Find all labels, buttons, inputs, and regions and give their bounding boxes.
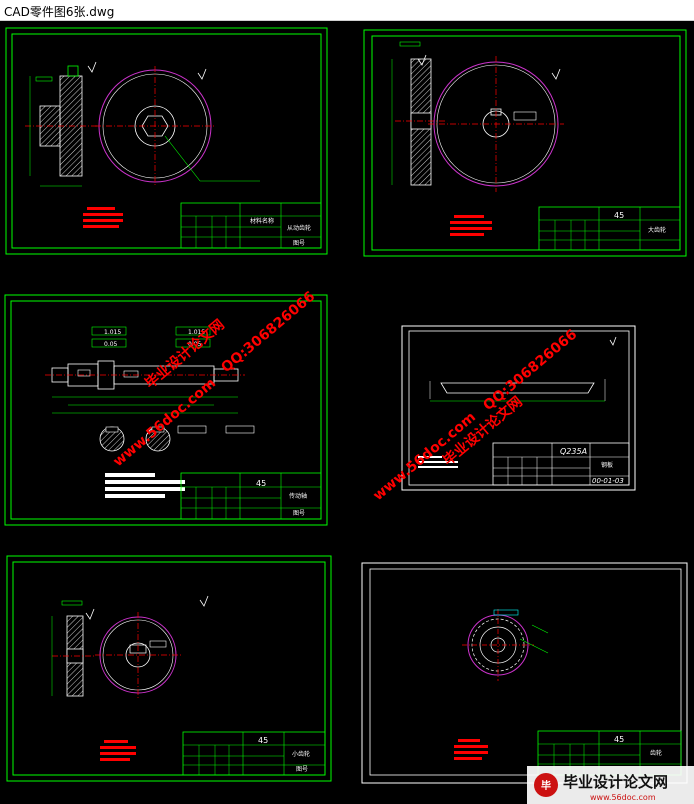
sheet-1-drawing[interactable]: 材料名称 从动齿轮 图号 xyxy=(5,27,328,255)
sheet-1-inner-frame xyxy=(11,33,322,249)
sheet-3-title-block xyxy=(180,472,322,520)
sheet-6-material-value: 45 xyxy=(614,735,624,744)
sheet-3-drawing[interactable]: 1.015 0.05 1.015 0.05 xyxy=(4,294,328,526)
sheet-4-outer-frame xyxy=(401,325,636,491)
sheet-4-drawing[interactable]: Q235A 钢板 00-01-03 xyxy=(401,325,636,491)
sheet-2-gear-view xyxy=(428,56,564,192)
sheet-5-roughness-symbol xyxy=(199,595,209,607)
sheet-2-technical-notes xyxy=(450,215,492,236)
logo-text: 毕业设计论文网 xyxy=(563,773,668,791)
sheet-4-roughness-symbol xyxy=(609,336,617,346)
sheet-1-outer-frame xyxy=(5,27,328,255)
logo-url: www.56doc.com xyxy=(590,793,656,802)
sheet-3-tolerance-3: 1.015 xyxy=(188,329,205,336)
sheet-5-technical-notes xyxy=(100,740,136,761)
sheet-2-roughness-symbol xyxy=(551,68,561,80)
sheet-3-material-value: 45 xyxy=(256,479,266,488)
sheet-3-inner-frame xyxy=(10,300,322,520)
sheet-3-shaft-view xyxy=(45,326,245,414)
window-titlebar: CAD零件图6张.dwg xyxy=(0,0,694,21)
sheet-1-gear-view xyxy=(95,66,260,186)
sheet-6-inner-frame xyxy=(369,568,682,776)
sheet-5-part-name: 小齿轮 xyxy=(292,750,310,758)
watermark-qq-1: QQ:306826066 xyxy=(218,289,318,377)
svg-text:毕: 毕 xyxy=(541,779,551,792)
sheet-6-part-name: 齿轮 xyxy=(650,749,662,757)
sheet-3-tolerance-4: 0.05 xyxy=(188,341,202,348)
sheet-3-cross-sections xyxy=(99,425,255,452)
sheet-3-part-name: 传动轴 xyxy=(289,492,307,500)
sheet-2-section-view xyxy=(391,41,445,186)
sheet-2-title-block xyxy=(538,206,681,251)
sheet-1-roughness-symbol xyxy=(197,68,207,80)
sheet-5-drawing[interactable]: 45 小齿轮 图号 xyxy=(6,555,332,782)
sheet-3-tolerance-1: 1.015 xyxy=(104,329,121,336)
sheet-1-title-text: 材料名称 xyxy=(250,217,274,225)
footer-logo: 毕 毕业设计论文网 www.56doc.com xyxy=(527,766,694,804)
cad-drawing-svg: 材料名称 从动齿轮 图号 xyxy=(4,27,694,804)
sheet-2-part-name: 大齿轮 xyxy=(648,226,666,234)
sheet-1-title-block xyxy=(180,202,322,249)
sheet-5-gear-view xyxy=(95,612,181,698)
sheet-6-outer-frame xyxy=(361,562,688,784)
sheet-2-drawing[interactable]: 45 大齿轮 xyxy=(363,29,687,257)
sheet-2-inner-frame xyxy=(371,35,681,251)
sheet-4-material: Q235A xyxy=(560,447,587,456)
sheet-6-sprocket-view xyxy=(462,609,549,681)
sheet-5-outer-frame xyxy=(6,555,332,782)
logo-mark-icon xyxy=(534,773,558,797)
sheet-5-material-value: 45 xyxy=(258,736,268,745)
sheet-1-part-name: 从动齿轮 xyxy=(287,224,311,232)
cad-model-space[interactable]: 材料名称 从动齿轮 图号 xyxy=(0,21,694,804)
sheet-4-title-block xyxy=(492,442,630,486)
sheet-4-part-name: 钢板 xyxy=(601,461,613,469)
watermark-url-1: www.56doc.com xyxy=(110,375,219,470)
sheet-3-outer-frame xyxy=(4,294,328,526)
sheet-3-technical-notes xyxy=(105,473,185,498)
sheet-5-title-block xyxy=(182,731,326,776)
sheet-1-drawing-no: 图号 xyxy=(293,240,305,247)
sheet-5-section-view xyxy=(51,600,96,697)
sheet-4-notes xyxy=(418,456,458,468)
sheet-5-inner-frame xyxy=(12,561,326,776)
window-title: CAD零件图6张.dwg xyxy=(4,5,115,19)
sheet-4-plate-view xyxy=(429,379,606,402)
sheet-2-outer-frame xyxy=(363,29,687,257)
sheet-5-drawing-no: 图号 xyxy=(296,766,308,773)
sheet-2-material-value: 45 xyxy=(614,211,624,220)
sheet-4-drawing-no: 00-01-03 xyxy=(592,477,624,485)
sheet-6-technical-notes xyxy=(454,739,488,760)
sheet-1-technical-notes xyxy=(83,207,123,228)
sheet-3-drawing-no: 图号 xyxy=(293,510,305,517)
sheet-3-tolerance-2: 0.05 xyxy=(104,341,118,348)
sheet-1-section-view xyxy=(25,61,100,187)
sheet-6-drawing[interactable]: 45 齿轮 xyxy=(361,562,688,784)
